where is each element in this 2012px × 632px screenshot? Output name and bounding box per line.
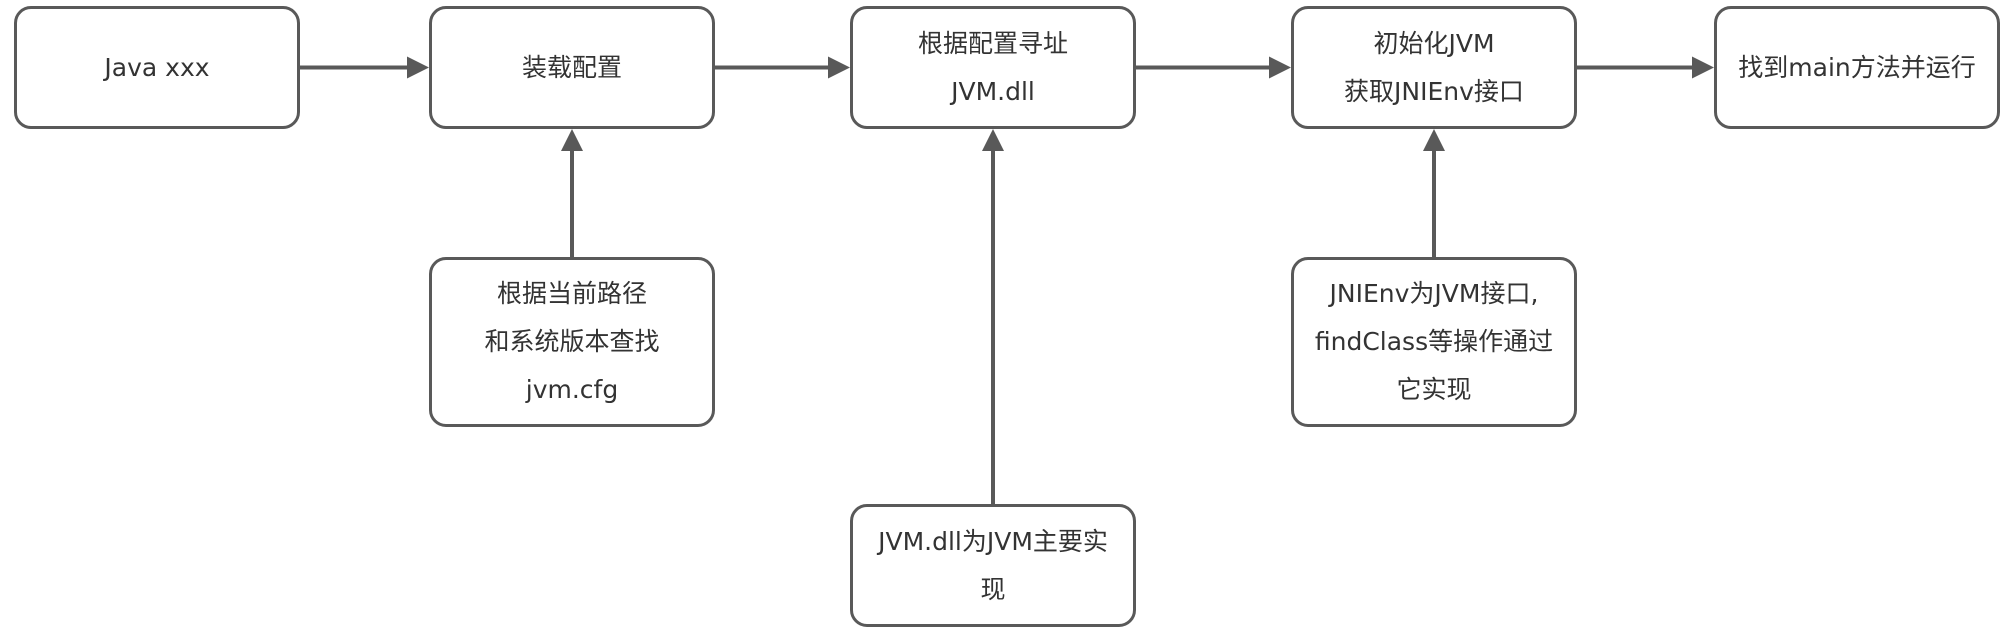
- node-line: JVM.dll: [951, 76, 1035, 106]
- node-line: 现: [980, 574, 1006, 604]
- node-line: JNIEnv为JVM接口,: [1329, 279, 1539, 308]
- node-line: 它实现: [1396, 375, 1472, 404]
- arrowhead-icon: [1692, 56, 1714, 79]
- node-load-config: 装载配置: [429, 6, 715, 129]
- arrowhead-icon: [561, 129, 583, 151]
- arrowhead-icon: [828, 56, 850, 79]
- arrowhead-icon: [1269, 56, 1291, 79]
- node-locate-jvm-dll: 根据配置寻址 JVM.dll: [850, 6, 1136, 129]
- node-jnienv-note: JNIEnv为JVM接口, findClass等操作通过 它实现: [1291, 257, 1577, 427]
- edge-jniinfo-to-init: [1423, 129, 1445, 257]
- node-init-jvm: 初始化JVM 获取JNIEnv接口: [1291, 6, 1577, 129]
- edge-init-to-main: [1577, 56, 1714, 79]
- edge-cfg-to-load: [561, 129, 583, 257]
- node-line: 根据配置寻址: [917, 28, 1068, 58]
- node-line: jvm.cfg: [525, 375, 619, 404]
- edge-dllinfo-to-find: [982, 129, 1004, 504]
- arrowhead-icon: [1423, 129, 1445, 151]
- node-java-command: Java xxx: [14, 6, 300, 129]
- node-run-main: 找到main方法并运行: [1714, 6, 2000, 129]
- arrowhead-icon: [982, 129, 1004, 151]
- node-line: 和系统版本查找: [484, 327, 660, 356]
- node-line: 找到main方法并运行: [1738, 52, 1976, 82]
- node-line: findClass等操作通过: [1314, 327, 1554, 356]
- node-line: 获取JNIEnv接口: [1344, 76, 1524, 106]
- node-line: Java xxx: [104, 52, 210, 82]
- node-find-jvm-cfg: 根据当前路径 和系统版本查找 jvm.cfg: [429, 257, 715, 427]
- node-line: 根据当前路径: [496, 279, 647, 308]
- node-jvm-dll-note: JVM.dll为JVM主要实 现: [850, 504, 1136, 627]
- node-line: JVM.dll为JVM主要实: [878, 526, 1108, 556]
- node-line: 装载配置: [521, 52, 622, 82]
- arrowhead-icon: [407, 56, 429, 79]
- edge-load-to-find: [715, 56, 850, 79]
- node-line: 初始化JVM: [1373, 28, 1495, 58]
- edge-java-to-load: [300, 56, 429, 79]
- edge-find-to-init: [1136, 56, 1291, 79]
